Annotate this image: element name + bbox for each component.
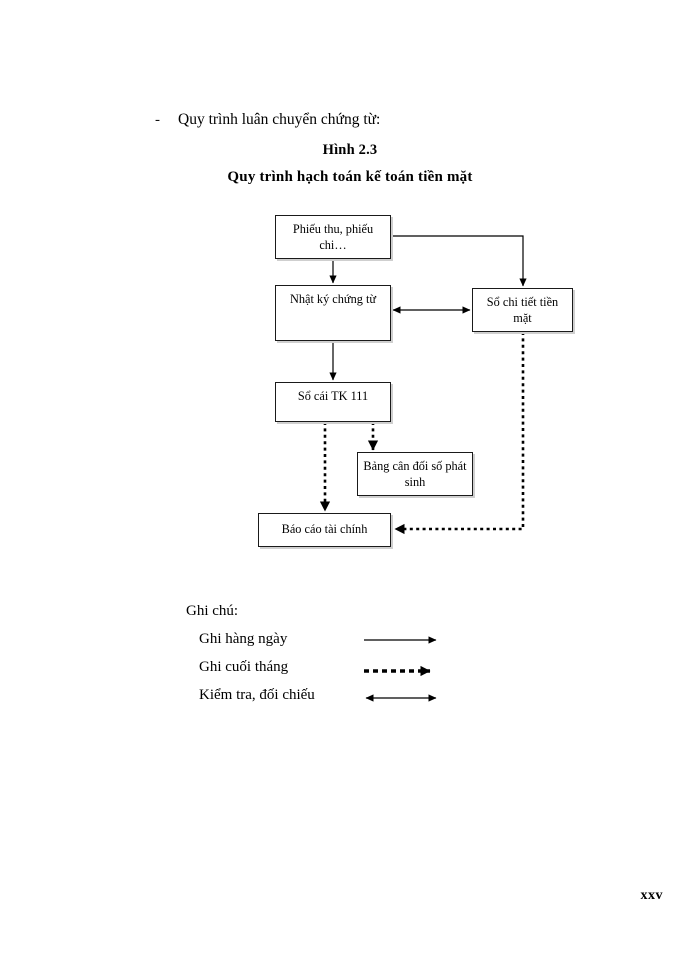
legend-item-label-check: Kiểm tra, đối chiếu bbox=[199, 687, 315, 703]
flow-node-so-cai-tk-111[interactable]: Sổ cái TK 111 bbox=[275, 382, 391, 422]
flow-node-label: Bảng cân đối số phát sinh bbox=[363, 459, 467, 489]
flow-node-nhat-ky-chung-tu[interactable]: Nhật ký chứng từ bbox=[275, 285, 391, 341]
flow-node-so-chi-tiet-tien-mat[interactable]: Sổ chi tiết tiền mặt bbox=[472, 288, 573, 332]
legend-item-label-daily: Ghi hàng ngày bbox=[199, 631, 288, 647]
flow-node-bao-cao-tai-chinh[interactable]: Báo cáo tài chính bbox=[258, 513, 391, 547]
legend-item-label-monthly: Ghi cuối tháng bbox=[199, 659, 289, 675]
section-heading: Quy trình luân chuyển chứng từ: bbox=[178, 111, 381, 128]
figure-number: Hình 2.3 bbox=[322, 142, 378, 158]
page-number: xxv bbox=[640, 888, 663, 903]
flow-node-label: Báo cáo tài chính bbox=[281, 522, 368, 536]
flow-node-label: Sổ chi tiết tiền mặt bbox=[486, 295, 559, 325]
flow-node-label: Nhật ký chứng từ bbox=[289, 292, 377, 306]
flow-node-bang-can-doi-so-phat-sinh[interactable]: Bảng cân đối số phát sinh bbox=[357, 452, 473, 496]
heading-bullet: - bbox=[155, 112, 160, 128]
flow-node-label: Sổ cái TK 111 bbox=[297, 389, 369, 403]
edge-sochi-baocao bbox=[394, 332, 525, 535]
flow-node-phieu-thu-phieu-chi[interactable]: Phiếu thu, phiếu chi… bbox=[275, 215, 391, 259]
flow-node-label: Phiếu thu, phiếu chi… bbox=[292, 222, 374, 252]
edge-phieu-sochi bbox=[391, 235, 527, 287]
legend-title: Ghi chú: bbox=[186, 603, 239, 619]
figure-title: Quy trình hạch toán kế toán tiền mặt bbox=[227, 169, 473, 185]
